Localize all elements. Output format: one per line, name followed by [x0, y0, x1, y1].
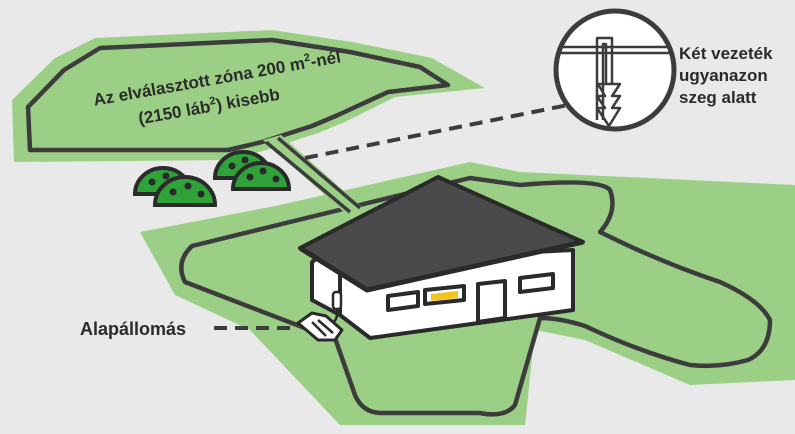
connecting-wire-lawn-strip: [263, 135, 363, 213]
callout-label-line3: szeg alatt: [679, 88, 757, 107]
base-station: [296, 307, 344, 342]
callout-leader-line: [304, 103, 569, 160]
peg-icon: [595, 36, 622, 128]
wall-socket-icon: [331, 290, 343, 311]
charging-station-icon: [296, 311, 344, 342]
callout-label-line1: Két vezeték: [679, 44, 773, 63]
separated-zone-lawn: [12, 30, 485, 162]
base-station-label: Alapállomás: [80, 319, 186, 339]
connecting-wire-a: [264, 140, 352, 214]
house-window: [518, 272, 555, 294]
house-window: [386, 290, 420, 312]
bushes: [132, 150, 292, 207]
house-window-lit-glow: [431, 291, 458, 301]
callout-circle: [553, 8, 677, 132]
separated-zone: [12, 30, 485, 162]
connecting-wire: [263, 135, 363, 214]
callout-label-line2: ugyanazon: [679, 66, 768, 85]
zone-label-line1-end: -nél: [309, 47, 342, 71]
connecting-wire-b: [276, 136, 362, 210]
bush-icon: [230, 161, 292, 191]
zone-label-line2-sup: 2: [208, 95, 216, 108]
separated-zone-boundary-wire: [25, 37, 451, 153]
callout-magnifier: [553, 8, 677, 132]
bush-icon: [152, 175, 218, 207]
zone-label-line1-sup: 2: [303, 52, 311, 65]
house-door: [476, 279, 507, 324]
main-lawn-boundary-wire: [179, 175, 773, 417]
house: [298, 175, 585, 340]
house-roof-edge: [298, 239, 584, 293]
